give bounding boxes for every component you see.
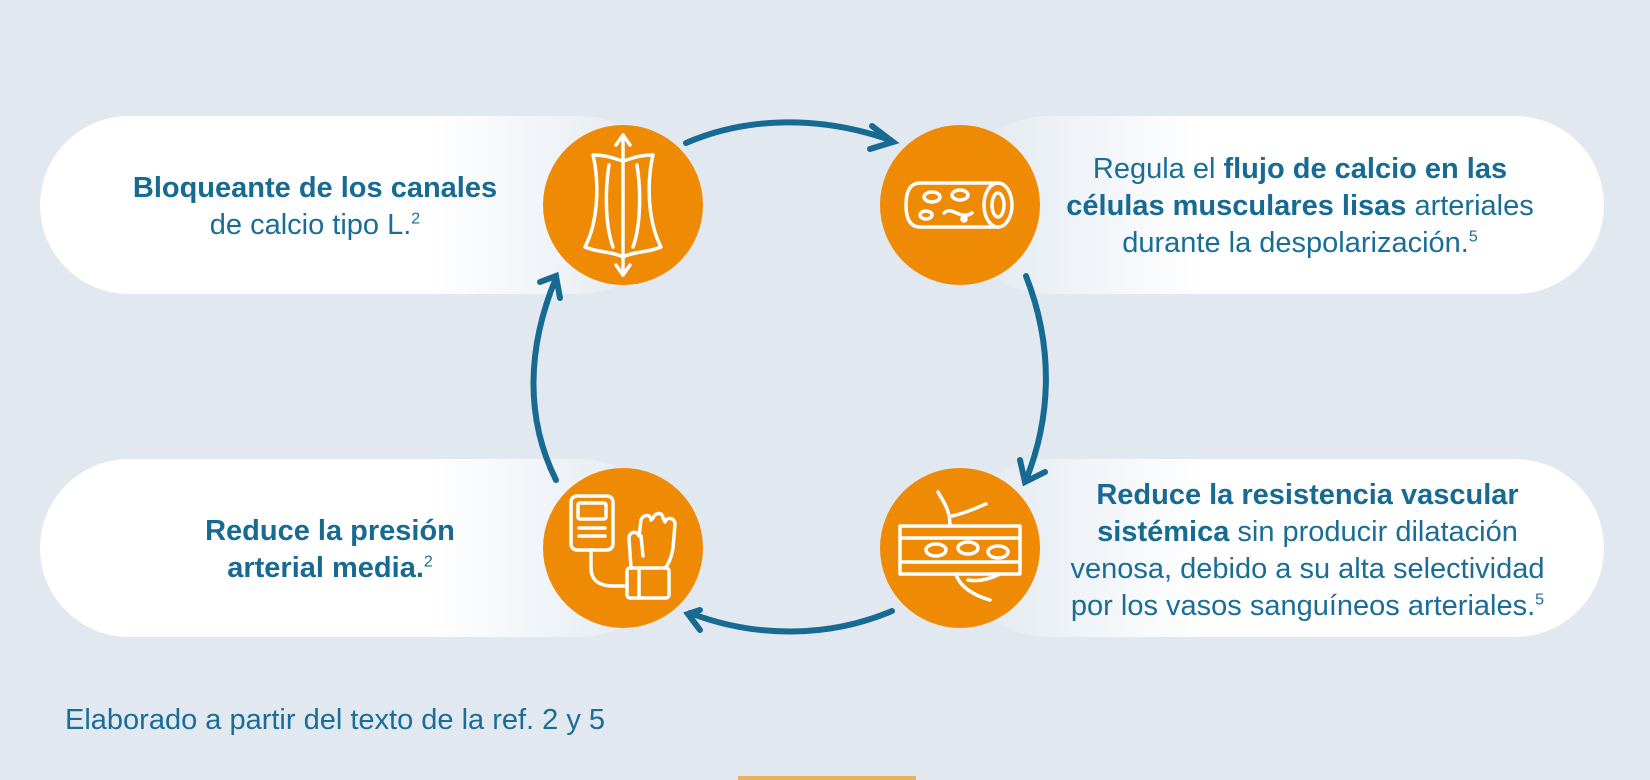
- step-resistencia-bold1: Reduce la resistencia vascular: [1096, 479, 1519, 511]
- step-regula-card: [958, 116, 1604, 294]
- source-note: Elaborado a partir del texto de la ref. …: [65, 704, 606, 736]
- step-regula-post: arteriales: [1406, 190, 1534, 222]
- bottom-tab-marker: [738, 776, 916, 780]
- step-regula-bold1: flujo de calcio en las: [1223, 153, 1508, 185]
- step-presion-bold2: arterial media.: [227, 552, 424, 584]
- artery-cross-section-icon: [880, 468, 1040, 628]
- step-resistencia-post: sin producir dilatación: [1229, 516, 1518, 548]
- step-resistencia-bold2: sistémica: [1097, 516, 1230, 548]
- step-regula-ref: 5: [1468, 228, 1478, 246]
- muscle-fiber-icon: [543, 125, 703, 285]
- arrow-bottom-head: [683, 607, 703, 633]
- blood-vessel-icon: [880, 125, 1040, 285]
- step-resistencia-line4: por los vasos sanguíneos arteriales.: [1070, 590, 1536, 622]
- arrow-bottom: [687, 608, 895, 635]
- step-regula-line3: durante la despolarización.: [1122, 227, 1469, 259]
- step-presion-bold1: Reduce la presión: [205, 515, 455, 547]
- step-regula-bold2: células musculares lisas: [1066, 190, 1407, 222]
- step-presion-ref: 2: [423, 553, 433, 571]
- step-resistencia-text: Reduce la resistencia vascular sistémica…: [1040, 477, 1575, 625]
- step-resistencia-card: [958, 459, 1604, 637]
- arrow-left-head: [537, 271, 563, 301]
- step-regula-pre: Regula el: [1092, 153, 1224, 185]
- arrow-right: [1023, 273, 1049, 483]
- step-bloqueante-ref: 2: [411, 210, 421, 228]
- step-bloqueante-text: Bloqueante de los canales de calcio tipo…: [100, 170, 530, 244]
- arrow-top: [683, 119, 893, 146]
- arrow-top-head: [867, 123, 900, 152]
- step-presion-text: Reduce la presión arterial media.2: [130, 513, 530, 587]
- arrow-left: [530, 275, 559, 483]
- step-resistencia-ref: 5: [1535, 591, 1545, 609]
- step-resistencia-line3: venosa, debido a su alta selectividad: [1070, 553, 1545, 585]
- step-regula-text: Regula el flujo de calcio en las células…: [1040, 151, 1560, 262]
- arrow-right-head: [1017, 457, 1048, 487]
- step-bloqueante-bold: Bloqueante de los canales: [132, 172, 498, 204]
- blood-pressure-monitor-icon: [543, 468, 703, 628]
- step-bloqueante-rest: de calcio tipo L.: [209, 209, 412, 241]
